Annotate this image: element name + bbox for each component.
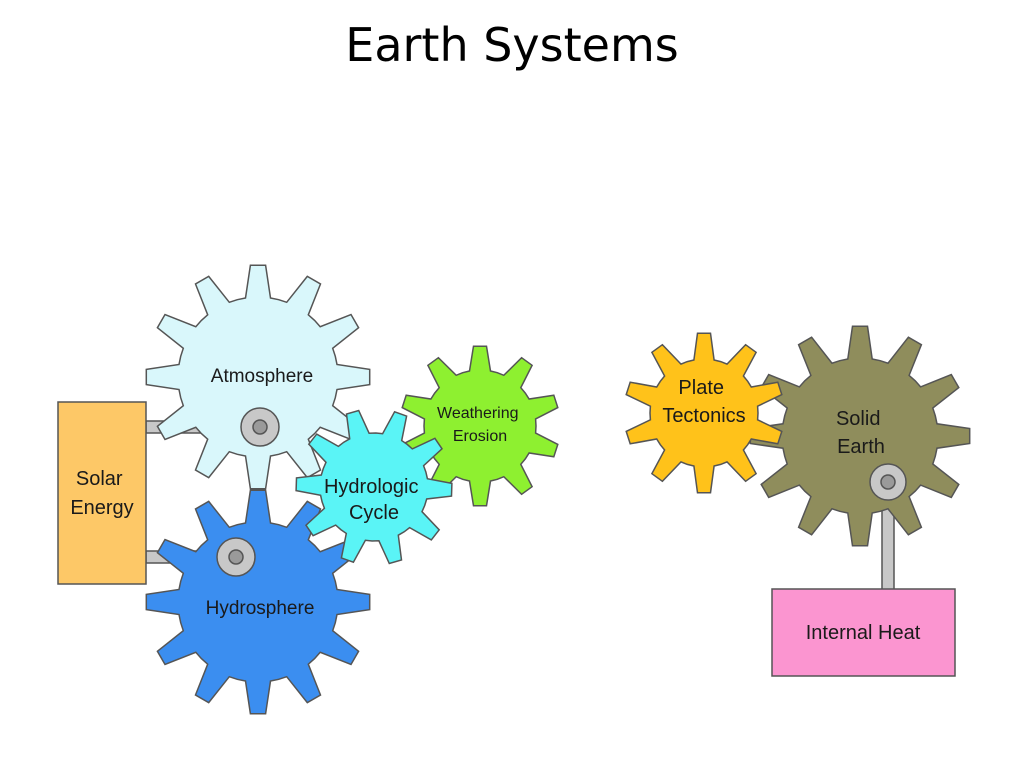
svg-text:Hydrologic Cycle: Hydrologic Cycle (324, 476, 424, 524)
svg-text:Hydrosphere: Hydrosphere (206, 598, 315, 619)
solid-earth-gear: Solid Earth (749, 325, 971, 547)
internal-heat-label: Internal Heat (806, 622, 921, 644)
svg-text:Plate Tectonics: Plate Tectonics (662, 377, 745, 427)
hydrologic-cycle-gear: Hydrologic Cycle (295, 409, 453, 565)
svg-text:Solid Earth: Solid Earth (836, 408, 886, 458)
atmosphere-gear: Atmosphere (145, 264, 371, 490)
atmosphere-label: Atmosphere (211, 366, 313, 387)
svg-text:Solar Energy: Solar Energy (70, 468, 133, 519)
hydrosphere-label: Hydrosphere (206, 598, 315, 619)
plate-label-line-2: Tectonics (662, 405, 745, 427)
internal-heat-box: Internal Heat (771, 588, 956, 677)
hydrosphere-axle-pin (228, 549, 244, 565)
plate-label-line-1: Plate (678, 377, 724, 399)
solid-earth-axle-pin (880, 474, 896, 490)
svg-text:Weathering Erosion: Weathering Erosion (437, 405, 523, 445)
plate-tectonics-gear: Plate Tectonics (625, 332, 783, 494)
hydrologic-label-line-1: Hydrologic (324, 476, 418, 498)
solar-energy-box: Solar Energy (57, 401, 147, 585)
weathering-label-line-1: Weathering (437, 405, 519, 422)
slide-title: Earth Systems (345, 18, 679, 72)
weathering-label-line-2: Erosion (453, 428, 507, 445)
solar-energy-label-line-2: Energy (70, 497, 133, 519)
solar-energy-label-line-1: Solar (76, 468, 123, 490)
hydrosphere-gear: Hydrosphere (145, 489, 371, 715)
hydrologic-label-line-2: Cycle (349, 502, 399, 524)
weathering-erosion-gear: Weathering Erosion (401, 345, 559, 507)
atmosphere-axle-pin (252, 419, 268, 435)
svg-text:Internal Heat: Internal Heat (806, 622, 921, 644)
svg-text:Atmosphere: Atmosphere (211, 366, 313, 387)
solid-earth-label-line-2: Earth (837, 436, 885, 458)
solid-earth-label-line-1: Solid (836, 408, 880, 430)
